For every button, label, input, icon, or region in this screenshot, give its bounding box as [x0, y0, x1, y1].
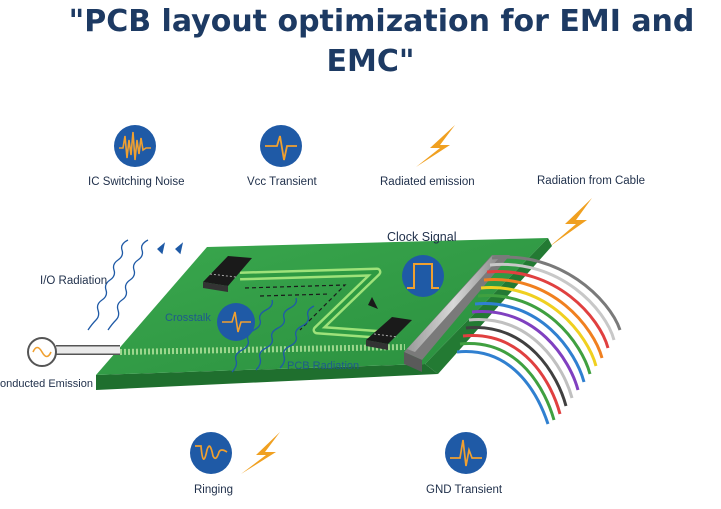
pcb-radiation-waves: [231, 297, 315, 373]
lightning-icon: [549, 198, 592, 247]
conducted-emission-label: onducted Emission: [0, 378, 93, 390]
lightning-icon: [416, 125, 455, 167]
ribbon-cable: [456, 255, 622, 425]
radiation-from-cable-label: Radiation from Cable: [537, 175, 646, 187]
radiated-emission-label: Radiated emission: [380, 176, 475, 188]
page-title: "PCB layout optimization for EMI and EMC…: [0, 2, 721, 82]
square-pulse-icon: [402, 255, 444, 297]
io-radiation-waves: [87, 239, 184, 331]
pcb-radiation-label: PCB Radiation: [287, 360, 360, 372]
crosstalk-pulse-icon: [217, 303, 255, 341]
crosstalk-label: Crosstalk: [165, 312, 211, 324]
ic-chip-left: [203, 256, 252, 292]
io-radiation-label: I/O Radiation: [40, 275, 108, 287]
sine-source-icon: [27, 337, 57, 367]
ic-switching-noise-label: IC Switching Noise: [88, 176, 185, 188]
title-line-1: "PCB layout optimization for EMI and: [68, 4, 695, 39]
gnd-spike-icon: [445, 432, 487, 474]
transient-dip-icon: [260, 125, 302, 167]
title-line-2: EMC": [326, 44, 415, 79]
gnd-transient-label: GND Transient: [426, 484, 503, 496]
lightning-icon: [241, 432, 280, 474]
ic-switching-noise-icon: [114, 125, 156, 167]
vcc-transient-label: Vcc Transient: [247, 176, 317, 188]
ringing-label: Ringing: [194, 484, 233, 496]
clock-signal-label: Clock Signal: [387, 230, 457, 244]
ic-chip-right: [366, 317, 412, 350]
ringing-wave-icon: [190, 432, 232, 474]
